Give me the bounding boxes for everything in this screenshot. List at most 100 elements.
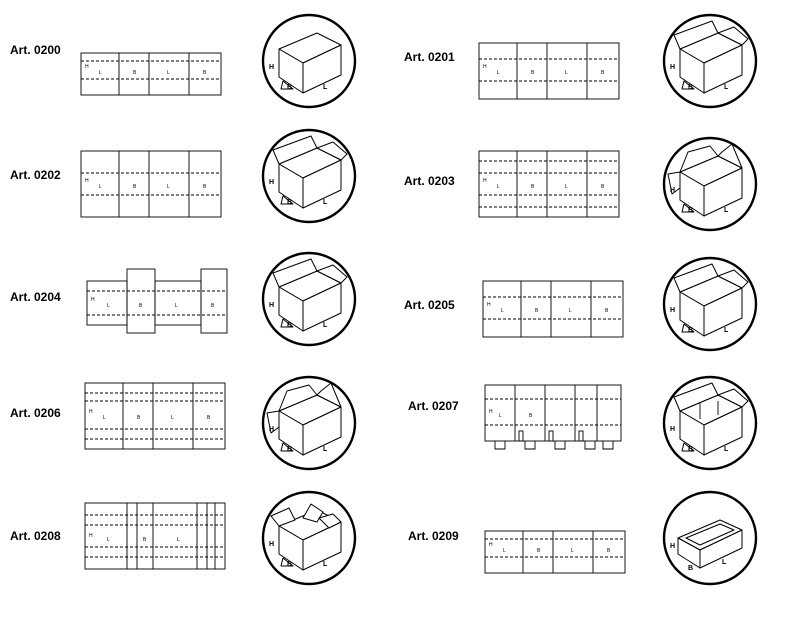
svg-text:H: H <box>483 64 487 70</box>
folded-flaps-box-icon: H B L <box>261 490 357 586</box>
flat-blank-diagram: H L B L B <box>80 52 222 96</box>
svg-text:L: L <box>499 413 502 419</box>
svg-text:B: B <box>143 537 147 543</box>
svg-text:L: L <box>571 548 574 554</box>
svg-text:L: L <box>167 184 170 190</box>
svg-text:B: B <box>688 84 693 91</box>
svg-text:B: B <box>688 446 693 453</box>
svg-text:L: L <box>724 446 729 453</box>
svg-text:H: H <box>670 307 675 314</box>
svg-text:H: H <box>670 187 675 194</box>
flat-blank-diagram: H L B L B <box>482 280 624 338</box>
svg-text:B: B <box>287 446 292 453</box>
svg-text:H: H <box>89 409 93 415</box>
svg-text:H: H <box>670 426 675 433</box>
svg-text:H: H <box>269 302 274 309</box>
article-label-art-0204: Art. 0204 <box>10 290 61 304</box>
svg-text:B: B <box>139 303 143 309</box>
svg-text:B: B <box>537 548 541 554</box>
svg-text:B: B <box>601 184 605 190</box>
tray-box-icon: H B L <box>662 490 758 586</box>
svg-text:L: L <box>497 184 500 190</box>
flaps-open-box-icon: H B L <box>662 256 758 352</box>
svg-text:B: B <box>287 561 292 568</box>
svg-text:B: B <box>211 303 215 309</box>
article-label-art-0207: Art. 0207 <box>408 399 459 413</box>
article-label-art-0206: Art. 0206 <box>10 406 61 420</box>
article-label-art-0202: Art. 0202 <box>10 168 61 182</box>
article-label-art-0205: Art. 0205 <box>404 298 455 312</box>
article-label-art-0209: Art. 0209 <box>408 529 459 543</box>
svg-text:H: H <box>269 179 274 186</box>
svg-text:H: H <box>85 178 89 184</box>
svg-text:B: B <box>287 199 292 206</box>
svg-text:L: L <box>99 184 102 190</box>
svg-text:H: H <box>91 297 95 303</box>
svg-text:B: B <box>535 308 539 314</box>
svg-text:L: L <box>565 70 568 76</box>
svg-text:L: L <box>724 207 729 214</box>
svg-text:H: H <box>670 543 675 550</box>
svg-text:B: B <box>605 308 609 314</box>
svg-text:L: L <box>722 559 727 566</box>
svg-text:L: L <box>323 446 328 453</box>
svg-text:H: H <box>489 542 493 548</box>
svg-text:L: L <box>167 70 170 76</box>
svg-text:B: B <box>601 70 605 76</box>
svg-text:H: H <box>487 302 491 308</box>
svg-text:L: L <box>724 84 729 91</box>
svg-text:L: L <box>107 537 110 543</box>
svg-text:L: L <box>323 561 328 568</box>
svg-text:B: B <box>688 565 693 572</box>
long-flaps-box-icon: H B L <box>261 375 357 471</box>
svg-text:L: L <box>569 308 572 314</box>
svg-text:B: B <box>203 184 207 190</box>
svg-text:B: B <box>137 415 141 421</box>
svg-text:L: L <box>724 327 729 334</box>
svg-text:B: B <box>688 207 693 214</box>
long-flaps-box-icon: H B L <box>662 136 758 232</box>
open-box-icon: H B L <box>261 13 357 109</box>
svg-text:B: B <box>287 84 292 91</box>
svg-text:H: H <box>269 426 274 433</box>
article-label-art-0200: Art. 0200 <box>10 43 61 57</box>
article-label-art-0201: Art. 0201 <box>404 50 455 64</box>
svg-text:H: H <box>269 541 274 548</box>
flaps-open-box-icon: H B L <box>662 13 758 109</box>
svg-text:H: H <box>89 533 93 539</box>
svg-text:L: L <box>501 308 504 314</box>
svg-text:L: L <box>323 84 328 91</box>
svg-text:L: L <box>103 415 106 421</box>
svg-text:B: B <box>287 322 292 329</box>
flat-blank-diagram: H L B L B <box>484 530 626 574</box>
svg-text:B: B <box>688 327 693 334</box>
svg-text:B: B <box>203 70 207 76</box>
svg-text:H: H <box>489 409 493 415</box>
article-label-art-0208: Art. 0208 <box>10 529 61 543</box>
partition-box-icon: H B L <box>662 375 758 471</box>
svg-text:L: L <box>497 70 500 76</box>
svg-text:L: L <box>503 548 506 554</box>
svg-text:H: H <box>670 64 675 71</box>
article-label-art-0203: Art. 0203 <box>404 174 455 188</box>
svg-text:L: L <box>99 70 102 76</box>
svg-text:B: B <box>529 413 533 419</box>
svg-text:B: B <box>133 70 137 76</box>
flat-blank-diagram: HL B <box>484 384 622 450</box>
svg-text:B: B <box>531 184 535 190</box>
svg-text:L: L <box>171 415 174 421</box>
svg-text:B: B <box>531 70 535 76</box>
svg-text:L: L <box>177 537 180 543</box>
svg-text:B: B <box>607 548 611 554</box>
svg-text:H: H <box>85 64 89 70</box>
svg-text:L: L <box>565 184 568 190</box>
svg-text:L: L <box>107 303 110 309</box>
svg-text:H: H <box>269 64 274 71</box>
flat-blank-diagram: H L B L B <box>478 42 620 100</box>
